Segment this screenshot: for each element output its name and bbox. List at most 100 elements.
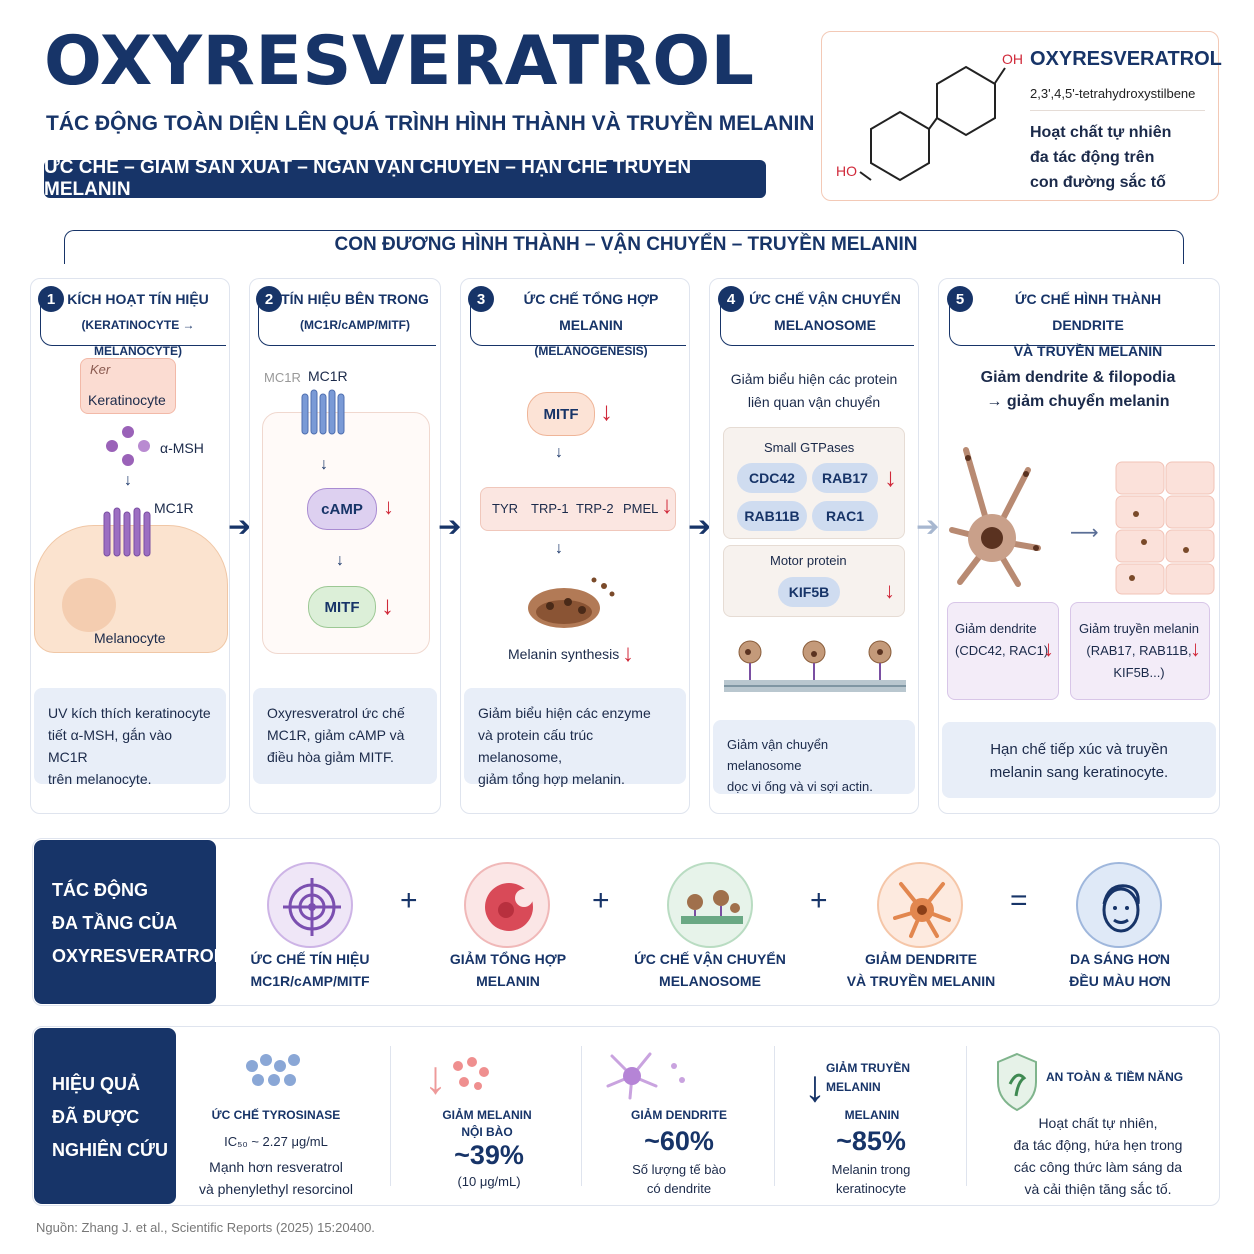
arrow-down-icon: ↓: [336, 552, 344, 569]
decrease-arrow-icon: ↓: [383, 494, 394, 519]
dendrite-value: ~60%: [644, 1126, 714, 1156]
title-line: VÀ TRUYỀN MELANIN: [1013, 343, 1163, 359]
note-line: UV kích thích keratinocyte: [48, 705, 211, 721]
melanin-granules-icon: [453, 1057, 489, 1090]
title-line: ỨC CHẾ VẬN CHUYỂN: [749, 291, 901, 307]
heading-line: OXYRESVERATROL: [52, 946, 225, 966]
reduce-transfer-box: [1070, 602, 1210, 700]
plus-operator: +: [592, 884, 610, 917]
label-line: MELANOSOME: [659, 973, 761, 989]
step-title: ỨC CHẾ VẬN CHUYỂN MELANOSOME: [740, 286, 910, 338]
flow-arrow-icon: ➔: [438, 511, 462, 542]
mitf-node: MITF: [308, 586, 376, 628]
step-note: Giảm vận chuyển melanosome dọc vi ống và…: [713, 720, 915, 794]
intro-line: liên quan vận chuyển: [747, 394, 881, 410]
tyrosinase-ic50: IC₅₀ ~ 2.27 μg/mL: [224, 1134, 328, 1149]
box-line: KIF5B...): [1113, 665, 1165, 680]
mc1r-label: MC1R: [154, 500, 194, 516]
divider: [390, 1046, 391, 1186]
divider: [966, 1046, 967, 1186]
effect-heading: HIỆU QUẢ ĐÃ ĐƯỢC NGHIÊN CỨU: [34, 1028, 176, 1204]
melanocyte-label: Melanocyte: [94, 630, 166, 646]
reduce-dendrite-box: [947, 602, 1059, 700]
text-line: các công thức làm sáng da: [1013, 1159, 1183, 1175]
gtpase-pill: CDC42: [737, 463, 807, 493]
impact-label: ỨC CHẾ VẬN CHUYỂN MELANOSOME: [626, 948, 794, 992]
text-line: Melanin trong: [831, 1162, 911, 1177]
transport-icon: [667, 862, 753, 948]
transfer-title: MELANIN: [826, 1080, 881, 1094]
text-line: keratinocyte: [835, 1181, 907, 1196]
decrease-arrow-icon: ↓: [884, 462, 897, 492]
shield-icon: [997, 1052, 1037, 1112]
arrow-down-icon: ↓: [555, 540, 563, 557]
molecule-structure-icon: OH HO: [836, 51, 1023, 182]
impact-label: DA SÁNG HƠN ĐỀU MÀU HƠN: [1040, 948, 1200, 992]
oh-top-label: OH: [1002, 51, 1023, 67]
gtpase-pill: RAB17: [812, 463, 878, 493]
impact-heading: TÁC ĐỘNG ĐA TẦNG CỦA OXYRESVERATROL: [34, 840, 225, 1004]
arrow-down-icon: ↓: [124, 472, 132, 489]
label-line: ỨC CHẾ TÍN HIỆU: [250, 951, 370, 967]
mitf-node: MITF: [527, 392, 595, 436]
label-line: ĐỀU MÀU HƠN: [1069, 973, 1171, 989]
desc-line: con đường sắc tố: [1030, 174, 1166, 191]
step-note: Giảm biểu hiện các enzyme và protein cấu…: [464, 688, 686, 787]
enzyme-label: PMEL: [623, 501, 659, 516]
flow-arrow-icon: ➔: [916, 511, 940, 542]
gtpases-label: Small GTPases: [764, 440, 855, 455]
decrease-arrow-icon: ↓: [884, 578, 895, 603]
step-title: KÍCH HOẠT TÍN HIỆU (KERATINOCYTE → MELAN…: [48, 286, 228, 364]
page-subtitle: TÁC ĐỘNG TOÀN DIỆN LÊN QUÁ TRÌNH HÌNH TH…: [46, 112, 815, 135]
step-bracket: [720, 306, 914, 346]
decrease-arrow-icon: ↓: [1190, 636, 1201, 661]
note-line: melanin sang keratinocyte.: [989, 764, 1169, 781]
decrease-arrow-icon: ↓: [600, 396, 613, 426]
step-note: UV kích thích keratinocyte tiết α-MSH, g…: [34, 688, 226, 787]
oh-bottom-label: HO: [836, 163, 857, 179]
reduce-dendrite-text: Giảm dendrite (CDC42, RAC1): [955, 618, 1048, 662]
keratinocyte-label: Keratinocyte: [88, 392, 166, 408]
step-title: TÍN HIỆU BÊN TRONG (MC1R/cAMP/MITF): [270, 286, 440, 338]
text-line: và cải thiện tăng sắc tố.: [1024, 1181, 1172, 1197]
transfer-title: GIẢM TRUYỀN: [826, 1061, 910, 1075]
dendrite-cell-icon: [606, 1052, 685, 1100]
plus-operator: +: [400, 884, 418, 917]
title-line: (MC1R/cAMP/MITF): [300, 318, 410, 332]
step-title: ỨC CHẾ HÌNH THÀNH DENDRITE VÀ TRUYỀN MEL…: [980, 286, 1196, 364]
dendrite-sub: Số lượng tế bào có dendrite: [606, 1160, 752, 1198]
impact-section: [32, 838, 1220, 1006]
text-line: Mạnh hơn resveratrol: [209, 1159, 343, 1175]
melanin-value: ~39%: [454, 1140, 524, 1170]
note-line: giảm tổng hợp melanin.: [478, 771, 625, 787]
pathway-title: CON ĐƯƠNG HÌNH THÀNH – VẬN CHUYỂN – TRUY…: [334, 234, 918, 256]
structure-iupac: 2,3',4,5'-tetrahydroxystilbene: [1030, 86, 1196, 101]
label-line: DA SÁNG HƠN: [1069, 951, 1171, 967]
heading-line: HIỆU QUẢ: [52, 1074, 141, 1094]
note-line: MC1R, giảm cAMP và: [267, 727, 405, 743]
title-line: ỨC CHẾ TỔNG HỢP MELANIN: [523, 291, 659, 333]
structure-name: OXYRESVERATROL: [1030, 48, 1222, 70]
enzyme-cluster-icon: [246, 1054, 300, 1086]
label-line: ỨC CHẾ VẬN CHUYỂN: [634, 951, 786, 967]
intro-line: Giảm dendrite & filopodia: [980, 369, 1176, 386]
impact-label: GIẢM TỔNG HỢP MELANIN: [428, 948, 588, 992]
keratinocyte-layer-icon: [1115, 461, 1215, 595]
title-line: KÍCH HOẠT TÍN HIỆU: [67, 291, 209, 307]
note-line: tiết α-MSH, gắn vào MC1R: [48, 727, 173, 765]
transfer-value: ~85%: [836, 1126, 906, 1156]
title-line: ỨC CHẾ HÌNH THÀNH DENDRITE: [1014, 291, 1162, 333]
note-line: Giảm vận chuyển melanosome: [727, 737, 829, 773]
gtpase-pill: RAB11B: [737, 501, 807, 531]
gtpase-pill: RAC1: [812, 501, 878, 531]
motor-label: Motor protein: [770, 553, 847, 568]
decrease-arrow-icon: ↓: [622, 640, 634, 667]
note-line: Oxyresveratrol ức chế: [267, 705, 405, 721]
decrease-arrow-icon: ↓: [661, 492, 673, 519]
box-line: (RAB17, RAB11B,: [1086, 643, 1192, 658]
intro-line: → giảm chuyển melanin: [986, 393, 1170, 410]
melanosome-icon: [528, 577, 615, 628]
equals-operator: =: [1010, 884, 1028, 917]
note-line: và protein cấu trúc melanosome,: [478, 727, 594, 765]
title-line: TÍN HIỆU BÊN TRONG: [281, 291, 429, 307]
